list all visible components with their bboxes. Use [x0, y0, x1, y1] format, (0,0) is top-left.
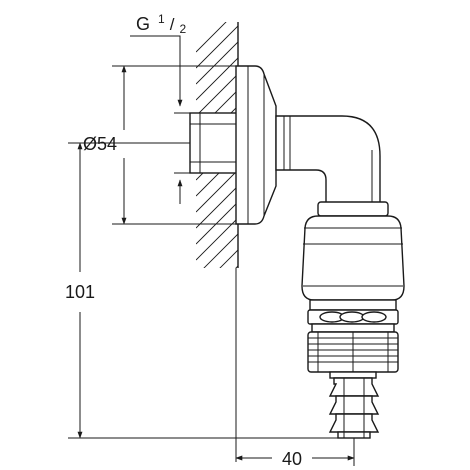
dimension-projection	[235, 438, 355, 466]
projection-label: 40	[282, 449, 302, 469]
dimension-height	[68, 142, 338, 439]
knurled-nut	[307, 331, 399, 373]
coupling-nut	[301, 215, 405, 301]
height-label: 101	[65, 282, 95, 302]
thread-label: G 1 / 2	[136, 7, 186, 36]
collar	[317, 201, 389, 217]
hose-barb	[328, 371, 380, 439]
elbow-body	[275, 115, 381, 205]
wall-rosette	[235, 65, 277, 225]
wall-hatching	[196, 22, 238, 268]
dimension-thread	[130, 35, 190, 204]
wall	[196, 22, 239, 462]
threaded-stub	[189, 112, 241, 174]
dimension-diameter	[104, 65, 236, 225]
diameter-label: Ø54	[83, 134, 117, 154]
snap-ring	[307, 299, 399, 333]
